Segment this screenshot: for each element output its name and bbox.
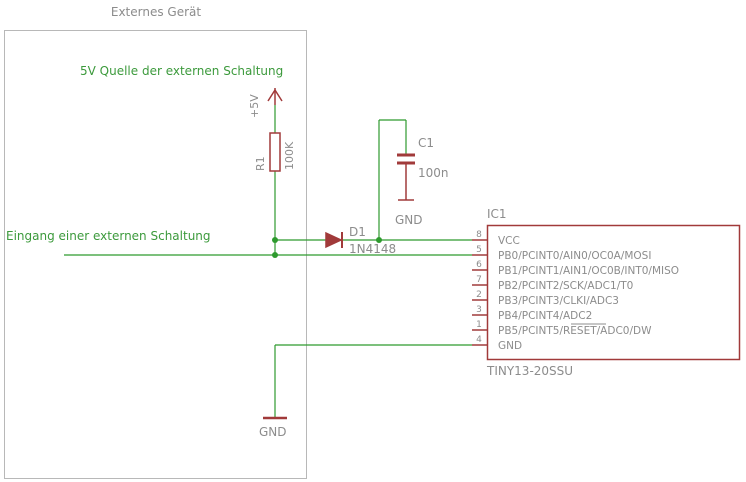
pin-label: PB3/PCINT3/CLKI/ADC3 [498,295,619,307]
pin-number: 5 [476,245,482,255]
pin-number: 8 [476,230,482,240]
supply-arrow-icon [267,88,283,105]
resistor-value: 100K [283,141,296,170]
device-title: Externes Gerät [111,5,202,19]
wires [64,105,472,418]
pin-label: PB0/PCINT0/AIN0/OC0A/MOSI [498,250,651,262]
capacitor-leads [398,163,414,201]
junctions [272,237,382,258]
pin-number: 4 [476,335,482,345]
pin-label: PB1/PCINT1/AIN1/OC0B/INT0/MISO [498,265,679,277]
capacitor-c1-icon [397,153,415,165]
ground-label: GND [259,425,287,439]
supply-label: +5V [248,94,261,118]
capacitor-name: C1 [418,136,434,150]
junction-dot [272,252,278,258]
ic-part: TINY13-20SSU [486,364,573,378]
pin-number: 7 [476,275,482,285]
pin-label: PB4/PCINT4/ADC2 [498,310,592,322]
ic-pin-labels: VCC PB0/PCINT0/AIN0/OC0A/MOSI PB1/PCINT1… [498,235,679,352]
pin-label: GND [498,340,522,352]
pin-label: VCC [498,235,520,247]
ic-body [486,224,741,361]
diode-value: 1N4148 [349,242,396,256]
pin-number: 3 [476,305,482,315]
pin-label: PB2/PCINT2/SCK/ADC1/T0 [498,280,633,292]
pin-label: PB5/PCINT5/RESET/ADC0/DW [498,325,652,337]
input-annotation: Eingang einer externen Schaltung [6,229,211,243]
ic-name: IC1 [487,207,507,221]
resistor-name: R1 [254,156,267,171]
ic-pin-numbers: 8 5 6 7 2 3 1 4 [476,230,482,345]
diode-name: D1 [349,225,366,239]
ic-pin-lines [472,239,487,346]
capacitor-value: 100n [418,166,449,180]
resistor-r1-icon [269,132,281,172]
capacitor-gnd-label: GND [395,213,423,227]
junction-dot [272,237,278,243]
junction-dot [376,237,382,243]
pin-number: 2 [476,290,482,300]
pin-number: 1 [476,320,482,330]
source-annotation: 5V Quelle der externen Schaltung [80,64,283,78]
pin-number: 6 [476,260,482,270]
diode-d1-icon [325,231,343,249]
